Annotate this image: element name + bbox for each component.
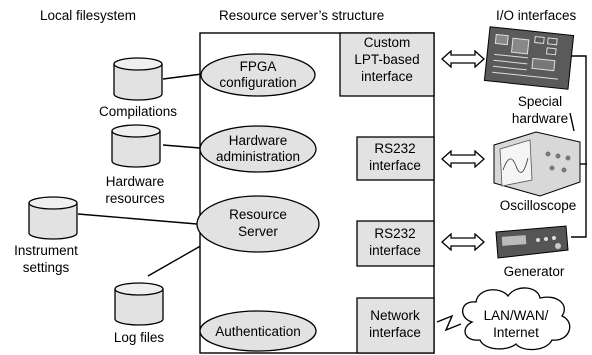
database-icon (114, 282, 164, 326)
device-oscilloscope: Oscilloscope (500, 198, 577, 213)
storage-compilations: Compilations (99, 57, 177, 119)
storage-label: Log files (114, 330, 165, 345)
database-icon (113, 57, 163, 101)
database-icon (111, 124, 161, 168)
double-arrow-icon (441, 150, 485, 168)
module-authentication: Authentication (199, 310, 317, 352)
cloud-icon (462, 287, 571, 351)
storage-log-files: Log files (114, 282, 165, 345)
svg-text:Authentication: Authentication (215, 324, 301, 339)
database-icon (28, 196, 78, 240)
double-arrow-icon (441, 50, 485, 68)
device-generator: Generator (504, 264, 565, 279)
double-arrow-icon (441, 233, 485, 251)
circuit-board-icon (483, 26, 575, 90)
storage-label: Compilations (99, 104, 177, 119)
generator-icon (495, 225, 569, 259)
device-network-cloud: LAN/WAN/Internet (484, 308, 549, 340)
header-local-filesystem: Local filesystem (40, 8, 136, 23)
oscilloscope-icon (493, 131, 581, 197)
header-server-structure: Resource server’s structure (219, 8, 384, 23)
header-io-interfaces: I/O interfaces (496, 8, 577, 23)
